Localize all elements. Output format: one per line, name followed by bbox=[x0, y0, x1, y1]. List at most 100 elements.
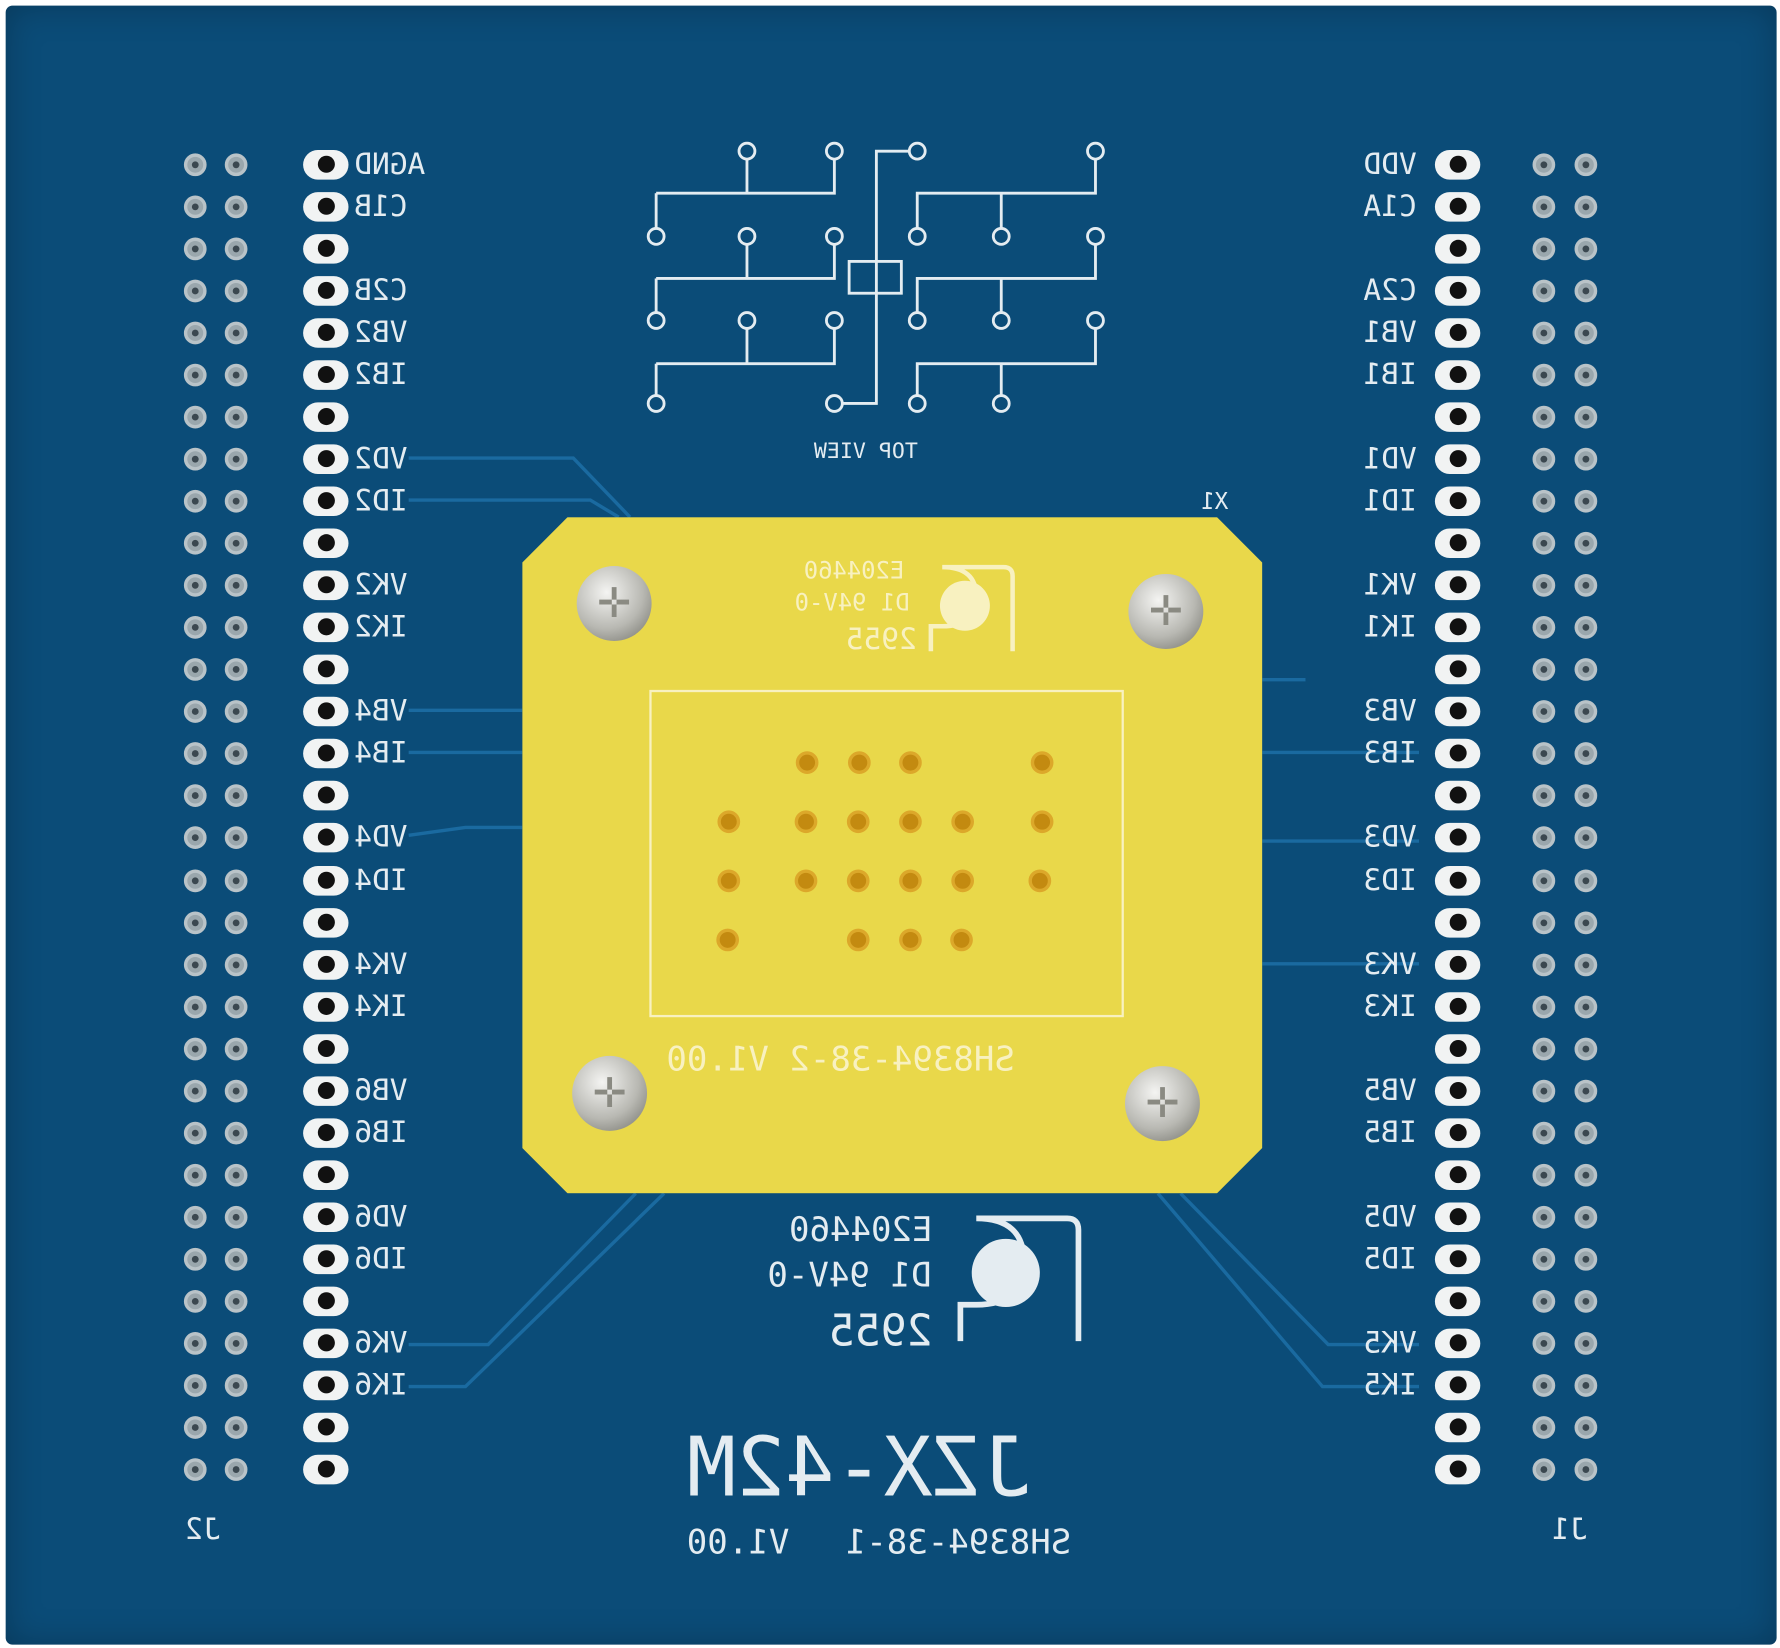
pin-pad bbox=[1532, 321, 1556, 345]
pin-pad-large bbox=[303, 739, 349, 769]
pin-pad bbox=[1532, 1289, 1556, 1313]
pin-pad bbox=[1574, 405, 1598, 429]
pin-pad bbox=[1574, 616, 1598, 640]
pin-pad-large bbox=[303, 528, 349, 559]
pin-pad bbox=[224, 195, 248, 219]
pin-pad-large bbox=[1434, 1454, 1481, 1485]
pin-pad-large bbox=[1434, 612, 1481, 643]
pin-pad-large bbox=[1434, 1033, 1481, 1064]
pin-pad-large bbox=[1434, 991, 1481, 1022]
pin-label-left: C1B bbox=[354, 189, 408, 224]
pin-label-left: VB2 bbox=[354, 316, 408, 351]
pin-pad bbox=[1574, 658, 1598, 682]
pin-pad bbox=[224, 574, 248, 598]
pin-pad-large bbox=[1434, 949, 1481, 980]
pin-pad bbox=[1574, 490, 1598, 513]
board-title: JZX-42M bbox=[686, 1419, 1032, 1516]
pin-pad-large bbox=[303, 402, 349, 433]
socket-code: 2955 bbox=[845, 622, 917, 657]
pin-label-right: IB3 bbox=[1363, 736, 1417, 772]
pin-pad-large bbox=[1434, 234, 1481, 264]
pin-pad bbox=[1532, 574, 1556, 598]
pin-pad-large bbox=[1434, 1412, 1481, 1443]
board-rating: D1 94V-0 bbox=[767, 1255, 932, 1296]
contact-hole bbox=[1030, 751, 1054, 774]
pin-pad bbox=[183, 321, 207, 345]
pin-pad bbox=[183, 868, 207, 892]
socket-rating: D1 94V-0 bbox=[794, 588, 910, 617]
pin-label-left: VB6 bbox=[354, 1073, 408, 1108]
pin-label-left: VK6 bbox=[354, 1326, 408, 1361]
pin-pad-large bbox=[303, 1286, 349, 1316]
pin-pad-large bbox=[1434, 697, 1481, 727]
pin-pad bbox=[224, 405, 248, 429]
pin-pad-large bbox=[1434, 1202, 1481, 1232]
pin-pad-large bbox=[303, 1118, 349, 1148]
pin-pad bbox=[183, 1458, 207, 1481]
pin-pad bbox=[1532, 1458, 1556, 1481]
pin-pad-large bbox=[303, 276, 349, 306]
pin-label-left: ID2 bbox=[354, 484, 408, 519]
pin-pad bbox=[224, 490, 248, 513]
pin-pad bbox=[1532, 448, 1556, 471]
pin-pad bbox=[1574, 1416, 1598, 1439]
pin-label-left: VD4 bbox=[354, 821, 408, 856]
pin-pad bbox=[183, 826, 207, 850]
pin-pad-large bbox=[303, 360, 349, 390]
pin-pad bbox=[1574, 1373, 1598, 1397]
pin-label-right: VDD bbox=[1363, 147, 1417, 182]
pin-pad-large bbox=[1434, 1160, 1481, 1190]
pin-pad-large bbox=[1434, 276, 1481, 306]
contact-hole bbox=[899, 810, 922, 834]
pin-pad bbox=[1532, 658, 1556, 682]
pin-pad bbox=[183, 1037, 207, 1060]
pin-pad-large bbox=[303, 1202, 349, 1232]
screw-icon bbox=[1124, 1066, 1200, 1142]
manufacturer-logo-icon bbox=[957, 1215, 1082, 1342]
pin-pad bbox=[1532, 195, 1556, 219]
pin-pad bbox=[1574, 1121, 1598, 1145]
pin-label-left: IB2 bbox=[354, 358, 408, 393]
pin-pad bbox=[183, 1289, 207, 1313]
pin-pad bbox=[1574, 868, 1598, 892]
pin-pad bbox=[1574, 1037, 1598, 1060]
pin-label-left: IK2 bbox=[354, 610, 408, 645]
pin-pad bbox=[1574, 910, 1598, 934]
pin-label-left: VK4 bbox=[354, 947, 408, 982]
pin-pad-large bbox=[1434, 1244, 1481, 1274]
contact-hole bbox=[794, 810, 818, 834]
pin-pad bbox=[224, 321, 248, 345]
pin-pad-large bbox=[1434, 486, 1481, 517]
pin-pad-large bbox=[1434, 1075, 1481, 1106]
pin-pad bbox=[183, 1121, 207, 1145]
contact-hole bbox=[951, 810, 975, 834]
board-code: 2955 bbox=[828, 1305, 933, 1356]
pin-pad-large bbox=[303, 192, 349, 222]
contact-hole bbox=[846, 810, 870, 834]
pin-pad bbox=[183, 953, 207, 976]
pin-pad-large bbox=[303, 486, 349, 517]
pin-pad bbox=[1574, 953, 1598, 976]
pin-pad bbox=[183, 1331, 207, 1355]
pin-pad bbox=[1532, 279, 1556, 303]
pin-pad-large bbox=[303, 234, 349, 264]
pin-pad-large bbox=[303, 1328, 349, 1358]
contact-hole bbox=[951, 869, 975, 893]
pin-pad-large bbox=[1434, 402, 1481, 433]
pin-pad bbox=[1532, 910, 1556, 934]
pin-label-right: VK5 bbox=[1363, 1326, 1417, 1361]
pin-pad bbox=[183, 405, 207, 429]
pin-pad bbox=[1532, 700, 1556, 724]
pin-pad-large bbox=[1434, 150, 1481, 180]
pin-pad bbox=[224, 363, 248, 387]
pin-pad-large bbox=[1434, 1286, 1481, 1316]
pin-pad bbox=[1574, 1247, 1598, 1271]
pin-pad bbox=[1532, 1037, 1556, 1060]
pin-pad bbox=[1574, 700, 1598, 724]
screw-icon bbox=[576, 566, 652, 642]
pin-pad bbox=[224, 910, 248, 934]
pin-pad bbox=[1574, 448, 1598, 471]
pin-pad bbox=[1574, 1289, 1598, 1313]
pin-pad bbox=[1574, 1079, 1598, 1103]
